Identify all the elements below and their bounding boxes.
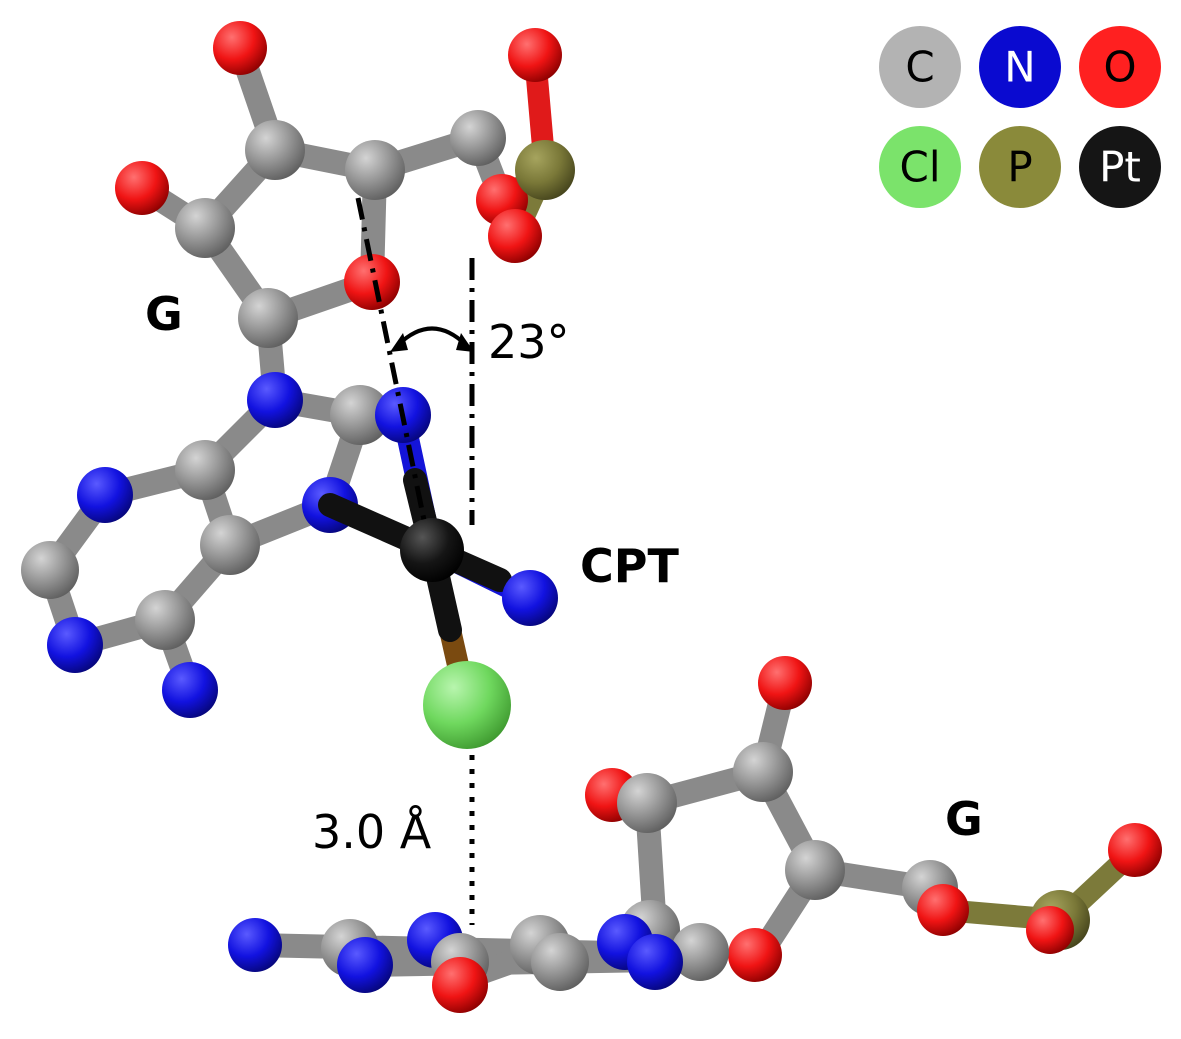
carbon-atom — [175, 440, 235, 500]
oxygen-atom — [758, 656, 812, 710]
legend-platinum-swatch — [1079, 126, 1161, 208]
carbon-atom — [531, 933, 589, 991]
legend-carbon-symbol: C — [905, 43, 934, 92]
angle-arc-arrow — [396, 326, 468, 347]
legend-carbon-swatch — [879, 26, 961, 108]
measurement-annotations — [355, 197, 475, 925]
complex-label: CPT — [580, 539, 679, 593]
distance-label: 3.0 Å — [312, 805, 432, 859]
carbon-atom — [671, 923, 729, 981]
carbon-atom — [330, 385, 390, 445]
nitrogen-atom — [47, 617, 103, 673]
carbon-atom — [617, 773, 677, 833]
legend-nitrogen-symbol: N — [1004, 43, 1035, 92]
legend-platinum: Pt — [1079, 126, 1161, 208]
legend-nitrogen: N — [979, 26, 1061, 108]
carbon-atom — [450, 110, 506, 166]
top-atoms — [21, 21, 575, 718]
legend-oxygen: O — [1079, 26, 1161, 108]
legend-oxygen-symbol: O — [1103, 43, 1136, 92]
nitrogen-atom — [162, 662, 218, 718]
top-guanine-nucleotide — [21, 21, 575, 718]
legend-platinum-symbol: Pt — [1099, 143, 1141, 192]
oxygen-atom — [917, 884, 969, 936]
bottom-nucleotide-label: G — [945, 792, 983, 846]
angle-label: 23° — [488, 315, 570, 369]
oxygen-atom — [508, 28, 562, 82]
bottom-guanine-nucleotide — [228, 656, 1162, 1013]
nitrogen-atom — [228, 918, 282, 972]
oxygen-atom — [488, 209, 542, 263]
carbon-atom — [245, 120, 305, 180]
oxygen-atom — [728, 928, 782, 982]
carbon-atom — [200, 515, 260, 575]
top-nucleotide-label: G — [145, 287, 183, 341]
carbon-atom — [21, 541, 79, 599]
nitrogen-atom — [627, 934, 683, 990]
oxygen-atom — [344, 254, 400, 310]
pt-n-axis-line — [355, 197, 428, 526]
carbon-atom — [733, 742, 793, 802]
oxygen-atom — [1026, 906, 1074, 954]
chlorine-atom — [423, 661, 511, 749]
carbon-atom — [175, 198, 235, 258]
carbon-atom — [135, 590, 195, 650]
nitrogen-atom — [502, 570, 558, 626]
oxygen-atom — [213, 21, 267, 75]
legend-nitrogen-swatch — [979, 26, 1061, 108]
oxygen-atom — [1108, 823, 1162, 877]
legend-chlorine-symbol: Cl — [900, 143, 941, 192]
oxygen-atom — [432, 957, 488, 1013]
element-legend: C N O Cl P Pt — [879, 26, 1161, 208]
legend-phosphorus-swatch — [979, 126, 1061, 208]
bottom-atoms — [228, 656, 1162, 1013]
carbon-atom — [345, 140, 405, 200]
phosphorus-atom — [515, 140, 575, 200]
legend-carbon: C — [879, 26, 961, 108]
oxygen-atom — [115, 161, 169, 215]
carbon-atom — [238, 288, 298, 348]
platinum-atom — [400, 518, 464, 582]
legend-phosphorus: P — [979, 126, 1061, 208]
nitrogen-atom — [337, 937, 393, 993]
nitrogen-atom — [247, 372, 303, 428]
legend-oxygen-swatch — [1079, 26, 1161, 108]
carbon-atom — [785, 840, 845, 900]
legend-phosphorus-symbol: P — [1007, 143, 1032, 192]
cpt-complex — [318, 387, 558, 749]
legend-chlorine: Cl — [879, 126, 961, 208]
nitrogen-atom — [77, 467, 133, 523]
legend-chlorine-swatch — [879, 126, 961, 208]
